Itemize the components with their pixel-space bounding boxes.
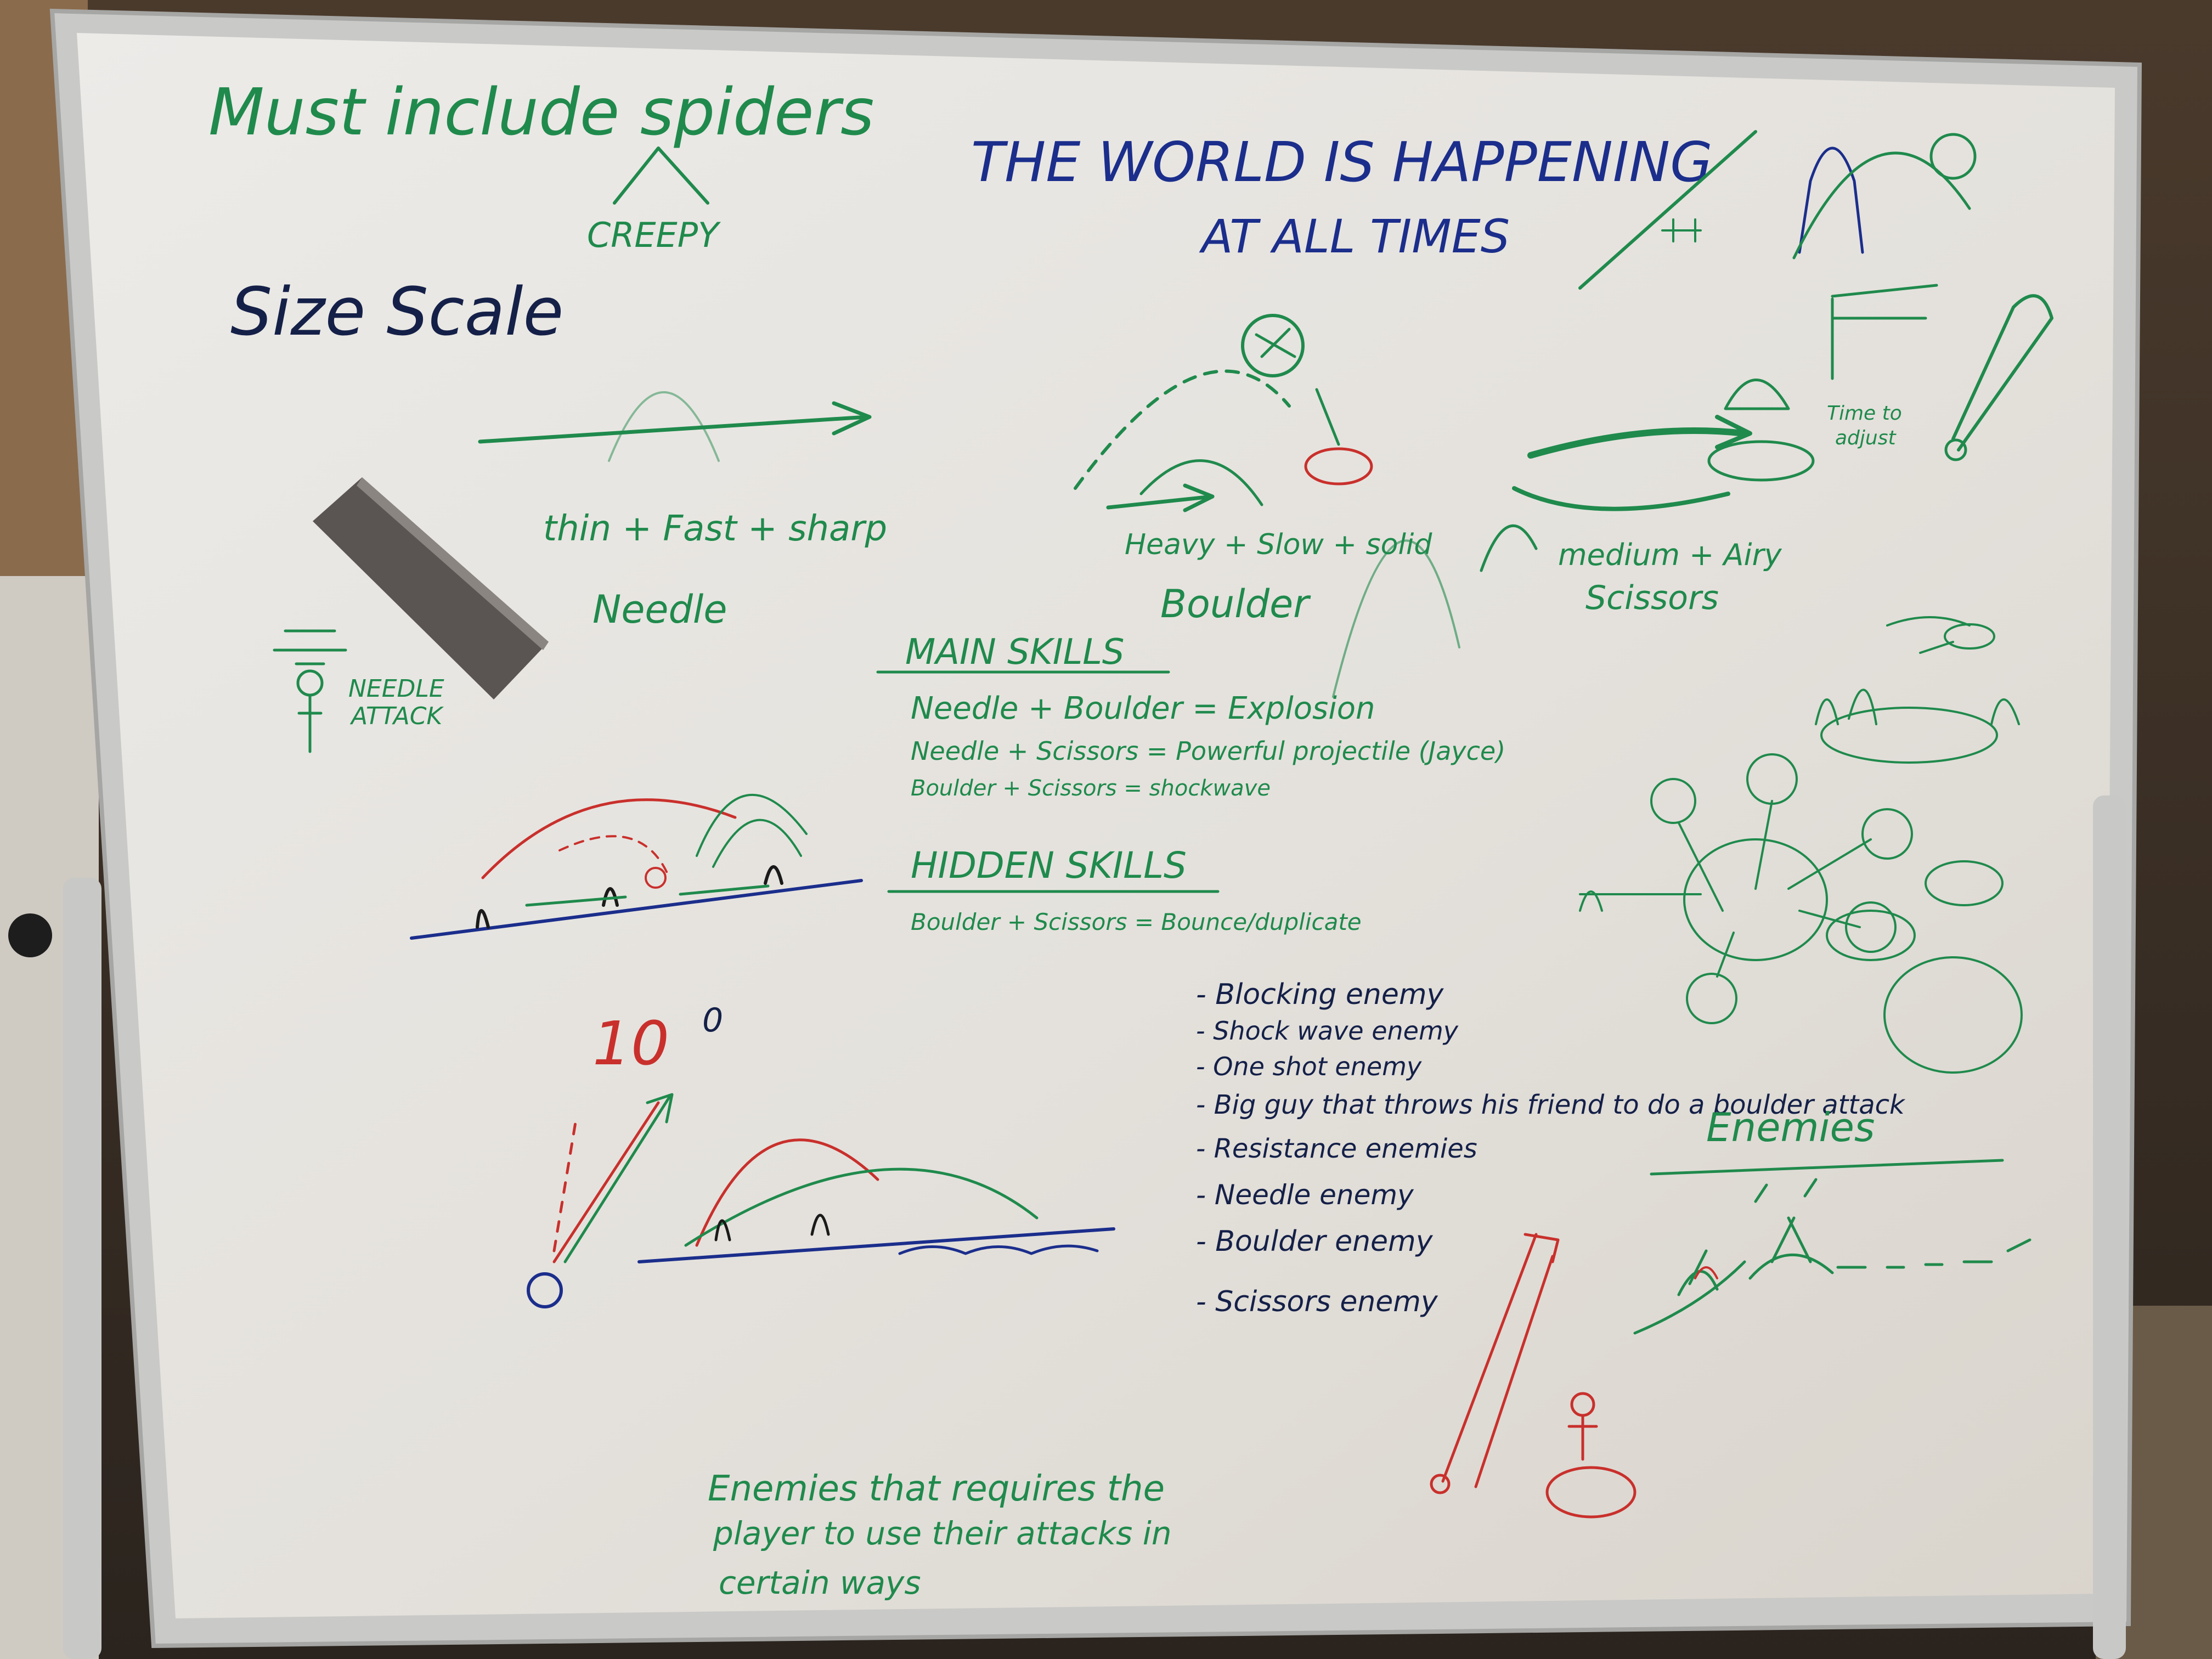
needle-arrow-sketch	[478, 391, 872, 462]
needle-label: Needle	[592, 587, 727, 632]
enemy-list-item: - Needle enemy	[1196, 1179, 1414, 1211]
sketch-number-ten: 10	[592, 1008, 669, 1079]
scissors-arc-sketch	[1332, 379, 1815, 698]
enemy-list-item: - Shock wave enemy	[1196, 1016, 1459, 1046]
main-skill-3: Boulder + Scissors = shockwave	[911, 776, 1271, 801]
enemies-title: Enemies	[1706, 1104, 1875, 1150]
stand-leg-right	[2093, 795, 2126, 1659]
stand-knob	[8, 913, 52, 957]
enemy-list-item: - Resistance enemies	[1196, 1133, 1477, 1164]
network-sketch	[1579, 616, 2023, 1074]
enemy-list-item: - Blocking enemy	[1196, 978, 1444, 1011]
bottom-note-line-3: certain ways	[719, 1564, 921, 1601]
needle-attack-figure	[273, 629, 347, 753]
main-skills-title: MAIN SKILLS	[905, 632, 1125, 673]
enemy-list-item: - Scissors enemy	[1196, 1285, 1438, 1318]
main-skill-2: Needle + Scissors = Powerful projectile …	[911, 736, 1505, 766]
board-surface	[77, 33, 2115, 1618]
enemies-underline	[1650, 1159, 2004, 1176]
note-must-include-spiders: Must include spiders	[208, 74, 874, 150]
enemy-list-item: - Boulder enemy	[1196, 1225, 1434, 1258]
whiteboard-eraser	[313, 477, 549, 699]
boulder-label: Boulder	[1160, 582, 1311, 627]
hidden-skills-title: HIDDEN SKILLS	[911, 844, 1187, 887]
note-creepy: CREEPY	[587, 215, 721, 255]
main-skill-1: Needle + Boulder = Explosion	[911, 691, 1375, 726]
boulder-arc-sketch	[1074, 314, 1373, 512]
note-size-scale: Size Scale	[230, 274, 563, 351]
enemies-sprout-sketch	[1633, 1178, 2032, 1335]
scissors-description: medium + Airy	[1558, 538, 1782, 572]
enemy-list-item: - Big guy that throws his friend to do a…	[1196, 1090, 1906, 1120]
bottom-figure-sketch	[1430, 1233, 1637, 1519]
height-sketch: 10 0	[527, 1001, 1115, 1308]
enemy-list: - Blocking enemy - Shock wave enemy - On…	[1196, 978, 1906, 1318]
enemy-list-item: - One shot enemy	[1196, 1052, 1422, 1081]
scissors-label: Scissors	[1585, 579, 1719, 617]
bottom-note-line-1: Enemies that requires the	[708, 1469, 1165, 1509]
time-to-adjust-1: Time to	[1827, 402, 1902, 425]
hidden-skill-1: Boulder + Scissors = Bounce/duplicate	[911, 909, 1362, 935]
stand-leg-left	[63, 878, 101, 1659]
needle-attack-label-2: ATTACK	[349, 702, 444, 730]
needle-attack-label-1: NEEDLE	[348, 675, 444, 703]
headline-line-1: THE WORLD IS HAPPENING	[971, 130, 1713, 194]
top-right-sketches	[1578, 130, 2053, 461]
needle-description: thin + Fast + sharp	[543, 509, 887, 549]
boulder-description: Heavy + Slow + solid	[1125, 528, 1432, 561]
headline-line-2: AT ALL TIMES	[1199, 210, 1510, 263]
time-to-adjust-2: adjust	[1835, 427, 1897, 449]
bottom-note-line-2: player to use their attacks in	[713, 1515, 1172, 1552]
explosion-sketch	[410, 794, 863, 940]
sketch-number-zero: 0	[702, 1001, 723, 1040]
creepy-caret-sketch	[613, 146, 709, 205]
